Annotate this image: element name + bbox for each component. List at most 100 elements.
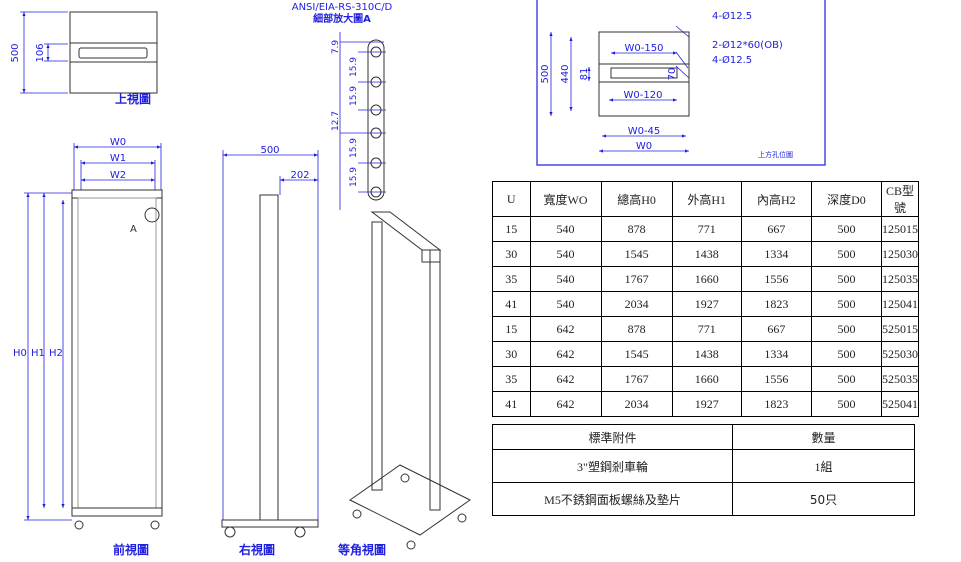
column-header: 內高H2	[740, 181, 812, 217]
table-cell: 500	[810, 316, 883, 342]
table-cell: 3"塑鋼剎車輪	[492, 449, 733, 483]
table-row: 3"塑鋼剎車輪 1組	[492, 449, 915, 483]
pitch-dim: 15.9	[349, 138, 359, 158]
hp-500: 500	[540, 64, 551, 83]
table-cell: 1334	[740, 241, 812, 267]
hp-70: 70	[667, 68, 678, 81]
hp-slot: 2-Ø12*60(OB)	[712, 39, 783, 51]
table-cell: 500	[810, 366, 883, 392]
w1-dim: W1	[110, 153, 126, 164]
table-header-row: U 寬度WO 總高H0 外高H1 內高H2 深度D0 CB型號	[492, 181, 919, 217]
table-cell: 540	[529, 241, 602, 267]
table-cell: 500	[810, 216, 883, 242]
table-cell: 1438	[671, 241, 742, 267]
w2-dim: W2	[110, 170, 126, 181]
table-cell: 642	[529, 391, 602, 417]
table-cell: 15	[492, 216, 531, 242]
table-cell: 667	[740, 216, 812, 242]
table-cell: 1334	[740, 341, 812, 367]
table-cell: 41	[492, 391, 531, 417]
table-row: M5不銹鋼面板螺絲及墊片 50只	[492, 482, 915, 516]
table-cell: 1767	[600, 266, 673, 292]
table-cell: 525035	[881, 366, 919, 392]
iso-view-label: 等角視圖	[338, 543, 387, 557]
table-cell: 30	[492, 241, 531, 267]
table-cell: 15	[492, 316, 531, 342]
table-cell: 1438	[671, 341, 742, 367]
table-cell: 1823	[740, 391, 812, 417]
table-cell: M5不銹鋼面板螺絲及墊片	[492, 482, 733, 516]
table-cell: 1660	[671, 366, 742, 392]
hp-w120: W0-120	[624, 90, 663, 101]
table-cell: 1927	[671, 391, 742, 417]
table-cell: 771	[671, 316, 742, 342]
column-header: 寬度WO	[529, 181, 602, 217]
column-header: CB型號	[881, 181, 919, 217]
column-header: 深度D0	[810, 181, 883, 217]
hp-81: 81	[579, 68, 590, 81]
table-cell: 878	[600, 216, 673, 242]
table-cell: 1556	[740, 266, 812, 292]
table-cell: 1660	[671, 266, 742, 292]
accessory-table: 標準附件 數量 3"塑鋼剎車輪 1組 M5不銹鋼面板螺絲及墊片 50只	[492, 424, 915, 516]
table-cell: 41	[492, 291, 531, 317]
top-depth-dim: 500	[10, 43, 21, 62]
table-cell: 667	[740, 316, 812, 342]
table-cell: 1823	[740, 291, 812, 317]
side-depth-dim: 500	[260, 145, 279, 156]
hp-w45: W0-45	[628, 126, 661, 137]
table-cell: 1927	[671, 291, 742, 317]
h0-dim: H0	[13, 348, 27, 359]
table-cell: 1545	[600, 241, 673, 267]
table-cell: 540	[529, 291, 602, 317]
table-cell: 35	[492, 366, 531, 392]
table-cell: 1545	[600, 341, 673, 367]
table-cell: 2034	[600, 291, 673, 317]
table-header-row: 標準附件 數量	[492, 424, 915, 450]
column-header: 數量	[732, 424, 915, 450]
side-post-dim: 202	[290, 170, 309, 181]
hp-w150: W0-150	[625, 43, 664, 54]
table-cell: 50只	[732, 482, 915, 516]
column-header: U	[492, 181, 531, 217]
detail-title-1: ANSI/EIA-RS-310C/D	[292, 2, 393, 13]
table-cell: 540	[529, 216, 602, 242]
table-cell: 500	[810, 391, 883, 417]
hp-hole2: 4-Ø12.5	[712, 54, 752, 66]
table-cell: 525041	[881, 391, 919, 417]
hp-w0: W0	[636, 141, 652, 152]
column-header: 外高H1	[671, 181, 742, 217]
table-cell: 1組	[732, 449, 915, 483]
table-cell: 642	[529, 316, 602, 342]
h2-dim: H2	[49, 348, 63, 359]
detail-title-2: 細部放大圖A	[313, 12, 371, 25]
h1-dim: H1	[31, 348, 45, 359]
table-cell: 500	[810, 291, 883, 317]
table-cell: 540	[529, 266, 602, 292]
table-cell: 642	[529, 366, 602, 392]
pitch-dim: 15.9	[349, 57, 359, 77]
hp-440: 440	[560, 64, 571, 83]
detail-marker: A	[130, 224, 137, 235]
table-cell: 500	[810, 341, 883, 367]
table-cell: 1556	[740, 366, 812, 392]
table-cell: 125041	[881, 291, 919, 317]
pitch-dim: 15.9	[349, 167, 359, 187]
table-cell: 642	[529, 341, 602, 367]
w0-dim: W0	[110, 137, 126, 148]
table-cell: 125030	[881, 241, 919, 267]
table-cell: 771	[671, 216, 742, 242]
table-cell: 30	[492, 341, 531, 367]
pitch-dim: 12.7	[331, 111, 341, 131]
